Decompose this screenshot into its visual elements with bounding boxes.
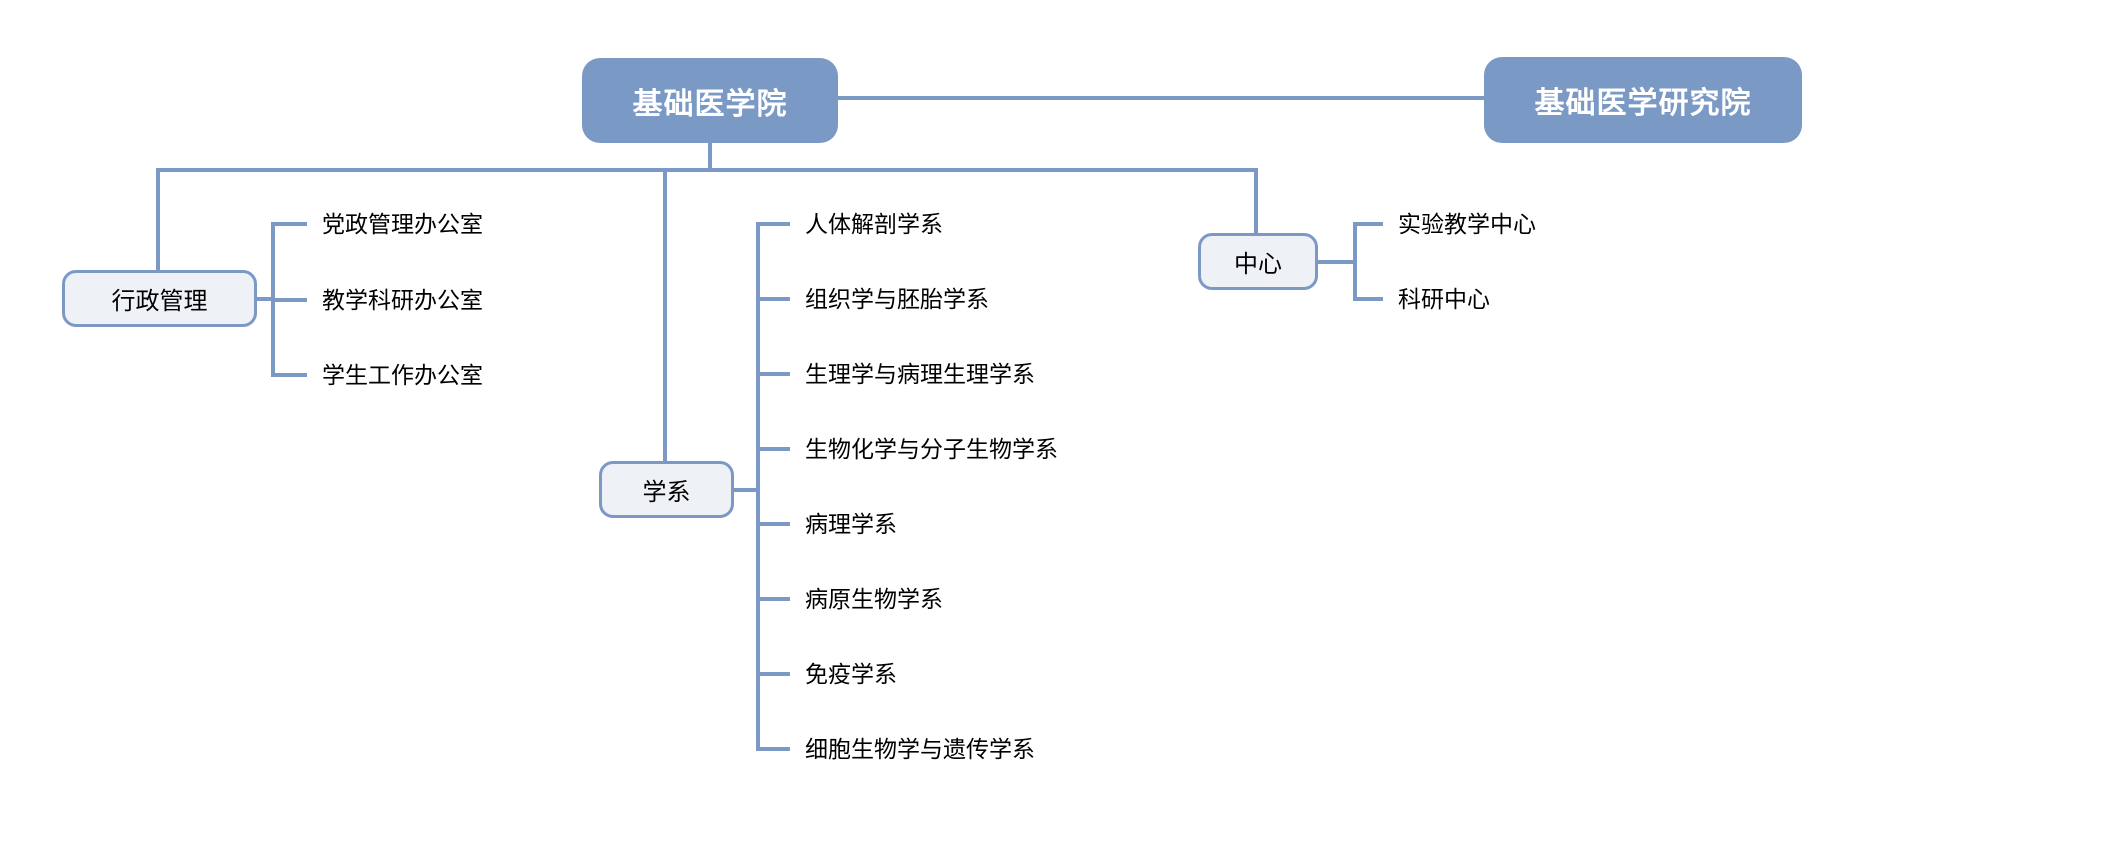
bracket-tick <box>1353 222 1383 226</box>
child-label: 组织学与胚胎学系 <box>805 286 989 312</box>
branch-node-label: 行政管理 <box>111 288 208 315</box>
root-node: 基础医学院 <box>582 58 838 143</box>
bracket-tick <box>756 747 790 751</box>
root-node-label: 基础医学院 <box>632 87 788 121</box>
child-label: 病理学系 <box>805 511 897 537</box>
bracket-tick <box>756 297 790 301</box>
child-label: 免疫学系 <box>805 661 897 687</box>
child-label: 人体解剖学系 <box>805 211 943 237</box>
bracket-tick <box>271 222 307 226</box>
bracket-tick <box>756 597 790 601</box>
bracket-tick <box>1353 297 1383 301</box>
branch-node-label: 中心 <box>1234 251 1282 278</box>
bracket-tick <box>271 297 307 302</box>
bracket-tick <box>756 372 790 376</box>
connector-branch-to-bracket <box>257 296 275 301</box>
bracket-tick <box>756 447 790 451</box>
child-label: 教学科研办公室 <box>322 286 483 313</box>
child-label: 科研中心 <box>1398 286 1490 312</box>
affiliate-node: 基础医学研究院 <box>1484 57 1802 143</box>
child-label: 生理学与病理生理学系 <box>805 361 1035 387</box>
bracket-vertical <box>1353 222 1357 301</box>
connector-branch-to-bracket <box>1318 259 1357 264</box>
bracket-tick <box>756 672 790 676</box>
child-label: 病原生物学系 <box>805 586 943 612</box>
child-label: 生物化学与分子生物学系 <box>805 436 1058 462</box>
connector-root-drop <box>708 142 712 170</box>
child-label: 学生工作办公室 <box>322 362 483 388</box>
connector-distribution-line <box>156 168 1258 172</box>
affiliate-node-label: 基础医学研究院 <box>1534 87 1752 120</box>
connector-branch-to-bracket <box>734 487 760 492</box>
child-label: 实验教学中心 <box>1398 211 1536 237</box>
branch-node: 中心 <box>1198 233 1318 290</box>
bracket-tick <box>271 373 307 377</box>
bracket-tick <box>756 522 790 526</box>
bracket-tick <box>756 222 790 226</box>
branch-node: 行政管理 <box>62 270 257 327</box>
connector-branch-drop <box>1254 168 1258 233</box>
connector-branch-drop <box>663 168 667 461</box>
branch-node-label: 学系 <box>642 479 691 506</box>
connector-root-to-affiliate <box>836 96 1486 100</box>
bracket-vertical <box>756 222 760 751</box>
connector-branch-drop <box>156 168 160 270</box>
branch-node: 学系 <box>599 461 734 518</box>
child-label: 细胞生物学与遗传学系 <box>805 736 1035 762</box>
child-label: 党政管理办公室 <box>322 211 483 237</box>
